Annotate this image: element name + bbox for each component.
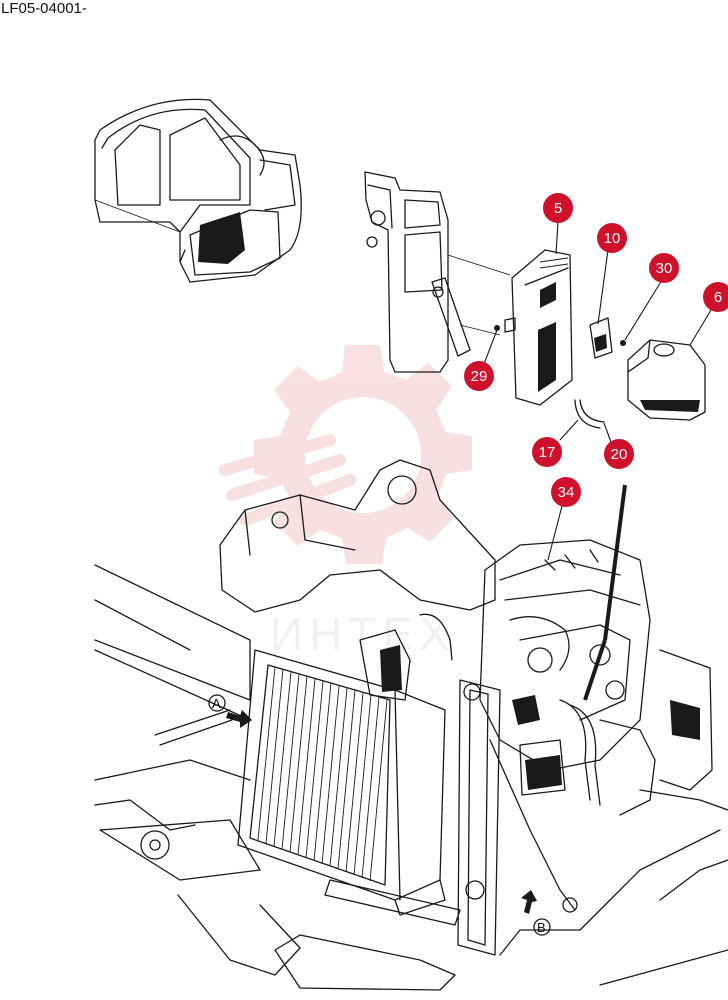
part-hoses	[574, 399, 627, 701]
view-b-label: B	[537, 920, 546, 935]
bracket-assembly	[364, 171, 511, 373]
part-small-bracket	[589, 317, 626, 359]
callout-29: 29	[464, 361, 494, 391]
view-arrow-icon	[226, 710, 252, 728]
callout-30-label: 30	[656, 260, 673, 277]
gear-logo-watermark: ИНТЕХ	[219, 345, 472, 660]
leader-lines	[483, 221, 712, 561]
callout-34-label: 34	[558, 484, 575, 501]
callout-17-label: 17	[539, 444, 556, 461]
callout-5: 5	[543, 193, 573, 223]
callout-10-label: 10	[604, 230, 621, 247]
document-code: LF05-04001-	[1, 0, 87, 17]
callout-5-label: 5	[554, 200, 562, 217]
callout-17: 17	[532, 437, 562, 467]
callout-20-label: 20	[611, 446, 628, 463]
radiator-fins	[257, 666, 388, 882]
callout-29-label: 29	[471, 368, 488, 385]
view-b-marker: B	[521, 890, 551, 936]
callout-34: 34	[551, 477, 581, 507]
callout-6-label: 6	[714, 289, 722, 306]
part-reservoir-tank	[627, 339, 706, 421]
machine-frame	[94, 459, 728, 991]
view-a-marker: A	[208, 694, 252, 728]
side-column	[324, 679, 578, 956]
svg-text:ИНТЕХ: ИНТЕХ	[270, 608, 456, 660]
callout-6: 6	[703, 282, 728, 312]
view-arrow-icon	[521, 890, 537, 914]
radiator	[237, 613, 453, 916]
callout-10: 10	[597, 223, 627, 253]
callout-30: 30	[649, 253, 679, 283]
part-plate	[494, 249, 573, 406]
view-a-label: A	[212, 696, 221, 711]
callout-20: 20	[604, 439, 634, 469]
engine-block	[479, 539, 656, 816]
excavator-cab-inset	[94, 98, 302, 283]
